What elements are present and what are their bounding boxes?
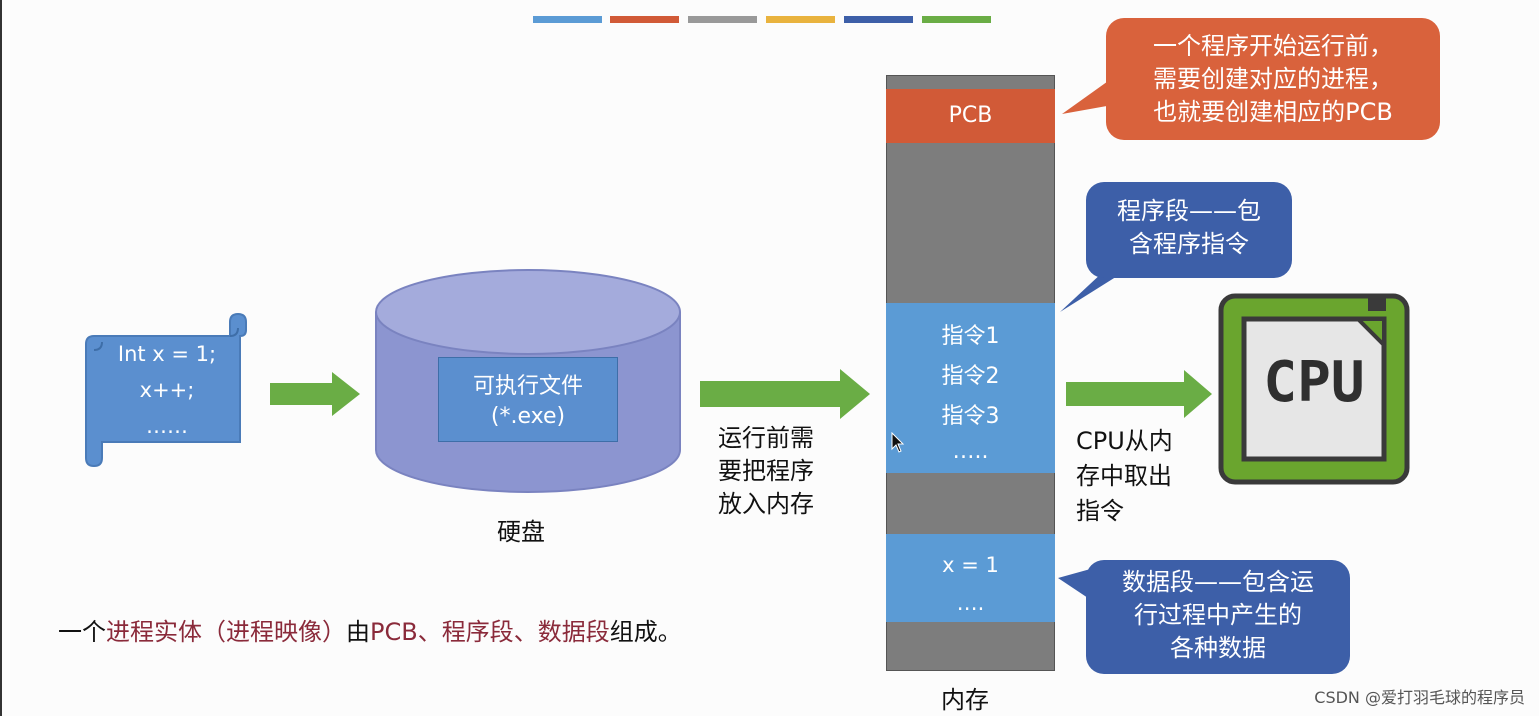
instruction-3: 指令3 [941,404,1000,429]
program-bubble-line-2: 含程序指令 [1129,230,1249,258]
cpu-caption-line-1: CPU从内 [1076,427,1173,455]
cpu-chip-graphic [1218,293,1410,485]
mouse-cursor-icon [891,432,905,453]
pcb-bubble-line-2: 需要创建对应的进程， [1153,65,1393,93]
code-line-1: Int x = 1; [117,342,217,366]
strip-swatch-6 [922,16,991,23]
strip-swatch-5 [844,16,913,23]
strip-swatch-3 [688,16,757,23]
arrow-memory-to-cpu [1066,370,1212,418]
data-bubble-line-1: 数据段——包含运 [1122,568,1314,596]
summary-sentence: 一个进程实体（进程映像）由PCB、程序段、数据段组成。 [58,612,682,647]
arrow-code-to-disk [270,372,360,416]
program-bubble-line-1: 程序段——包 [1117,197,1261,225]
summary-highlight-2: PCB、程序段、数据段 [370,618,610,646]
data-bubble-line-2: 行过程中产生的 [1134,601,1302,629]
pcb-bubble-line-1: 一个程序开始运行前， [1153,32,1393,60]
executable-file-box [438,357,618,442]
strip-swatch-4 [766,16,835,23]
executable-file-ext: (*.exe) [490,404,566,429]
watermark: CSDN @爱打羽毛球的程序员 [1314,688,1525,707]
cpu-caption: CPU从内 存中取出 指令 [1076,424,1173,529]
load-caption-line-3: 放入内存 [718,490,814,518]
executable-file-label: 可执行文件 [472,374,583,399]
summary-part-5: 组成。 [609,618,682,646]
instruction-2: 指令2 [941,364,1000,389]
instruction-more: ….. [952,439,989,464]
memory-label: 内存 [941,686,989,714]
pcb-segment: PCB [886,89,1055,143]
data-segment: x = 1 …. [886,534,1055,622]
data-bubble-line-3: 各种数据 [1170,634,1266,662]
program-bubble: 程序段——包 含程序指令 [1086,182,1292,278]
summary-highlight-1: 进程实体（进程映像） [106,618,346,646]
code-line-3: …… [146,414,188,438]
strip-swatch-2 [610,16,679,23]
load-caption-line-1: 运行前需 [718,424,814,452]
arrow-disk-to-memory [700,369,870,419]
program-segment: 指令1 指令2 指令3 ….. [886,303,1055,473]
load-caption-line-2: 要把程序 [718,457,814,485]
pcb-bubble-tail [1062,74,1118,114]
data-bubble: 数据段——包含运 行过程中产生的 各种数据 [1086,560,1350,674]
summary-part-1: 一个 [58,618,106,646]
code-line-2: x++; [139,378,195,402]
load-caption: 运行前需 要把程序 放入内存 [718,422,814,521]
pcb-bubble-line-3: 也就要创建相应的PCB [1153,98,1393,126]
scroll-shape [85,312,247,468]
cpu-text: CPU [1263,350,1365,415]
data-bubble-tail [1058,568,1094,602]
disk-label: 硬盘 [497,518,545,546]
data-value-x: x = 1 [942,553,999,577]
strip-swatch-1 [533,16,602,23]
instruction-1: 指令1 [941,324,1000,349]
cpu-caption-line-3: 指令 [1076,497,1124,525]
pcb-bubble: 一个程序开始运行前， 需要创建对应的进程， 也就要创建相应的PCB [1106,18,1440,140]
cpu-caption-line-2: 存中取出 [1076,462,1172,490]
data-value-more: …. [956,591,985,615]
summary-part-3: 由 [346,618,370,646]
left-border-line [0,0,2,716]
